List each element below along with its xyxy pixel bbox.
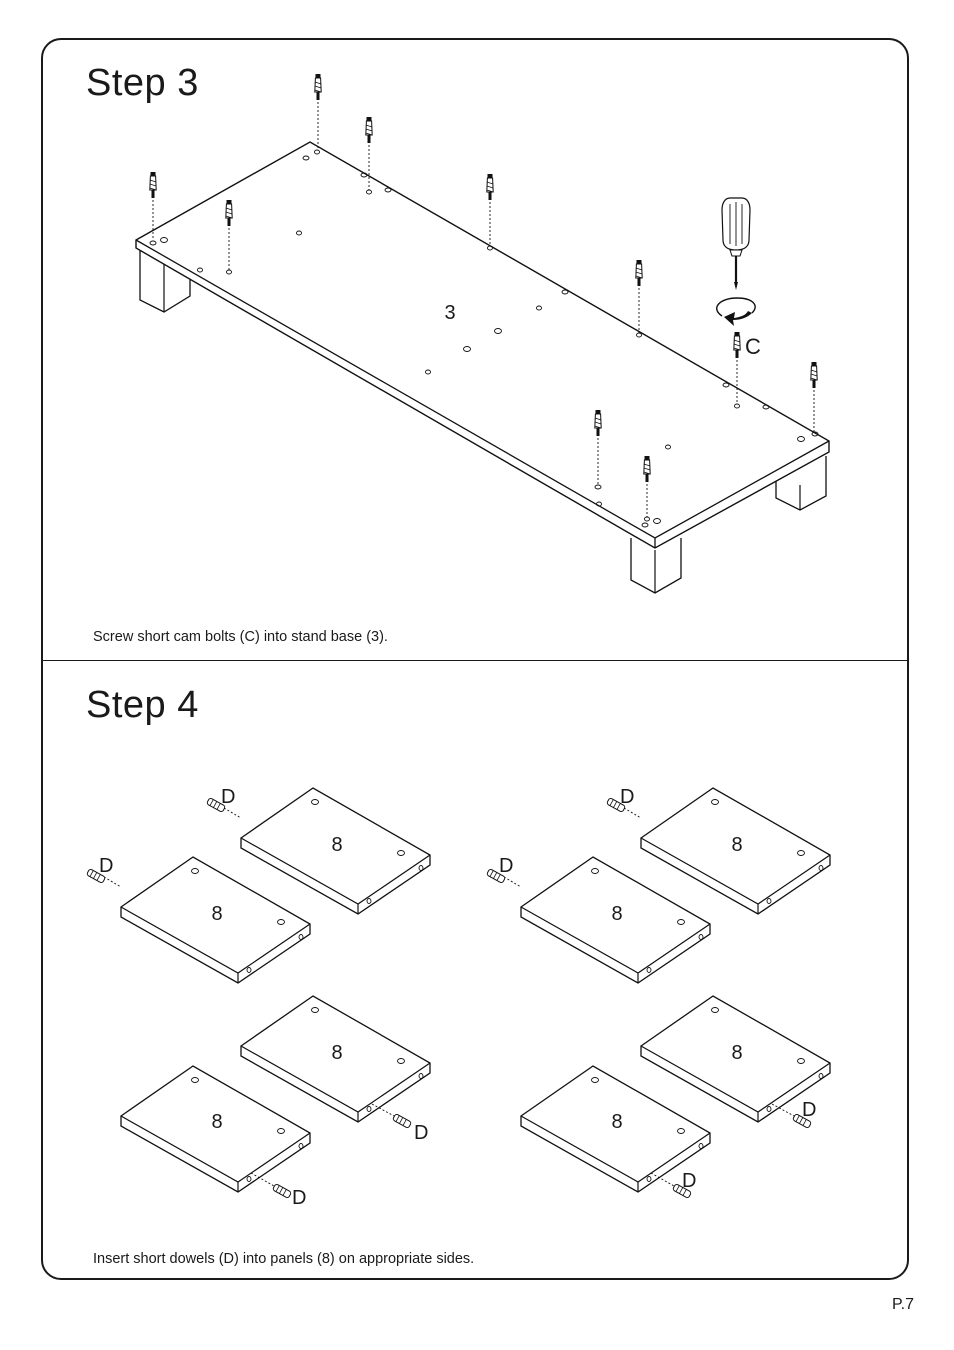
stand-base-3: 3 [135,141,830,594]
step3-title: Step 3 [86,62,199,104]
panel-label: 8 [611,1111,622,1133]
panel-label: 8 [211,903,222,925]
screwdriver-icon [721,197,751,290]
panel-labels: 8 8 8 8 8 8 8 8 [211,834,742,1133]
panel-label: 8 [731,834,742,856]
page-frame [41,38,909,1280]
stand-base-label: 3 [444,302,455,324]
panel-label: 8 [331,1042,342,1064]
dowel-label: D [620,786,634,808]
dowel-label: D [499,855,513,877]
page-number: P.7 [892,1296,914,1313]
panels-8 [120,787,831,1193]
panel-label: 8 [611,903,622,925]
panel-label: 8 [331,834,342,856]
panel-label: 8 [211,1111,222,1133]
dowel-label: D [802,1099,816,1121]
step-divider [41,660,909,661]
dowel-label: D [99,855,113,877]
dowel-label: D [221,786,235,808]
step4-title: Step 4 [86,684,199,726]
dowel-label: D [414,1122,428,1144]
step3-caption: Screw short cam bolts (C) into stand bas… [93,629,388,645]
dowel-labels: D D D D D D D D [99,786,816,1209]
panel-label: 8 [731,1042,742,1064]
cam-bolt-label: C [745,334,761,359]
dowel-label: D [292,1187,306,1209]
rotate-clockwise-icon [716,297,756,326]
dowel-label: D [682,1170,696,1192]
step4-caption: Insert short dowels (D) into panels (8) … [93,1251,475,1267]
